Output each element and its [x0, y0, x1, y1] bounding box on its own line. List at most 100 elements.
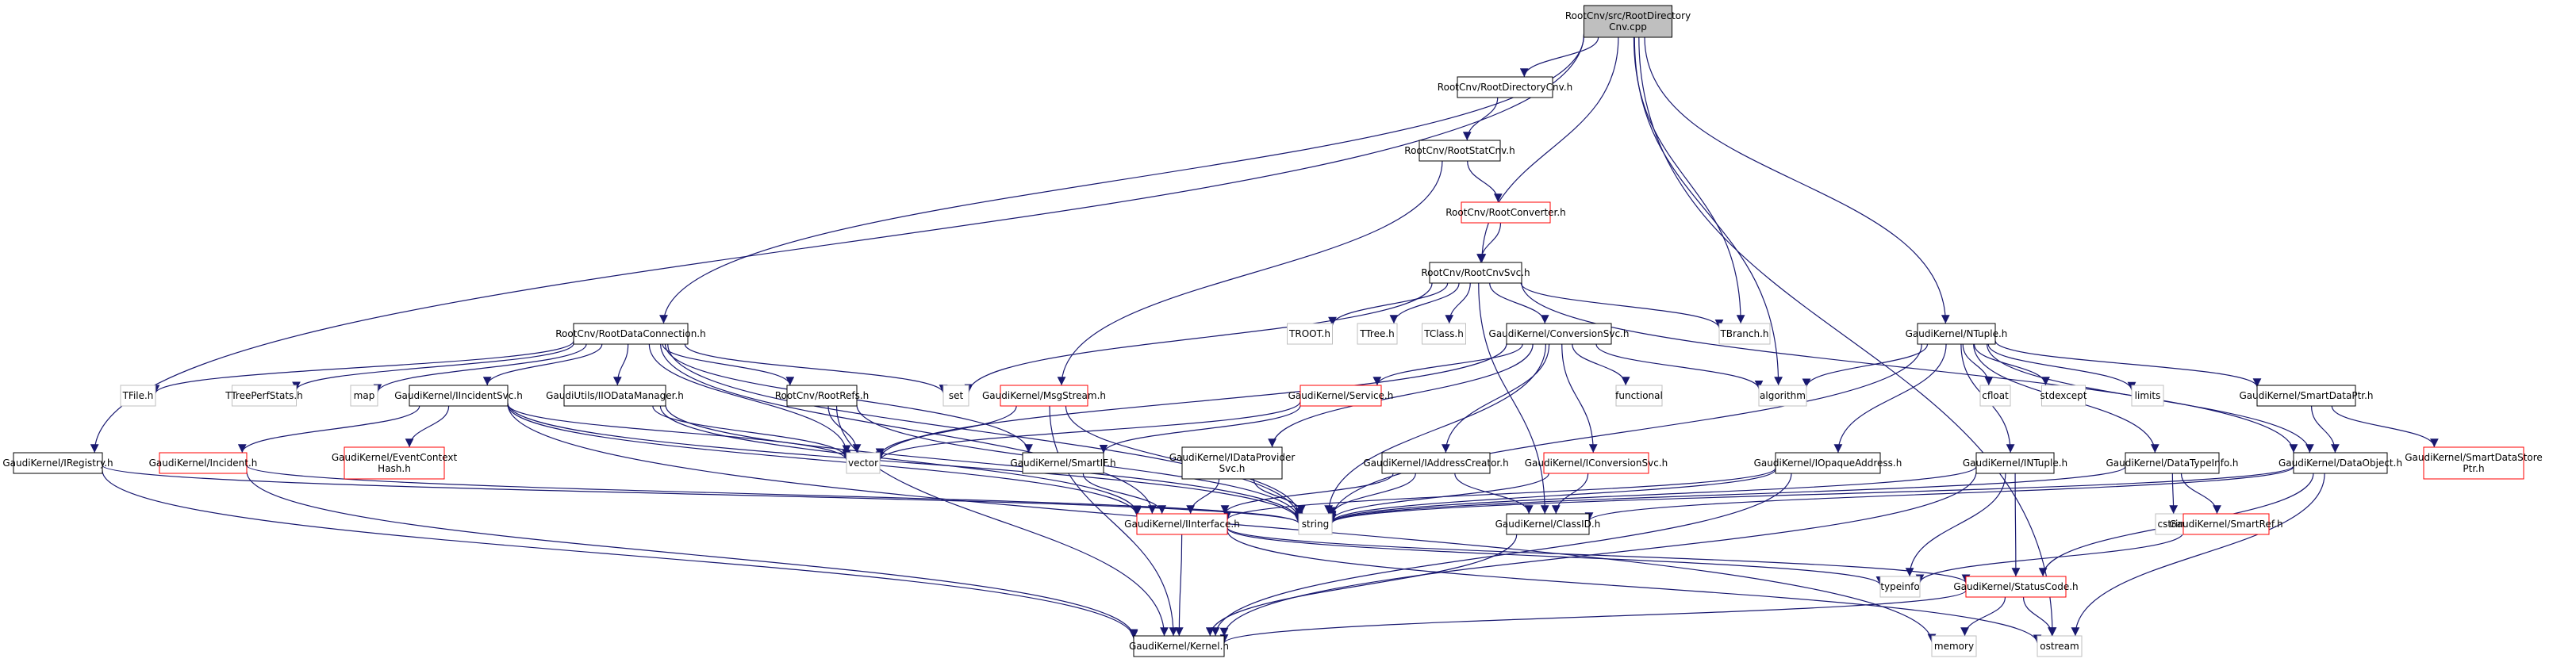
- edge-ntuple_h-to-iopaque: [1833, 343, 1947, 454]
- node-gaudikernel-smartdataptr-h[interactable]: GaudiKernel/SmartDataPtr.h: [2239, 385, 2374, 407]
- node-string[interactable]: string: [1298, 513, 1333, 535]
- edge-rcnvsvc_h-to-classid: [1478, 282, 1549, 515]
- node-gaudikernel-iregistry-h[interactable]: GaudiKernel/IRegistry.h: [2, 452, 113, 474]
- node-label: GaudiKernel/SmartDataPtr.h: [2239, 390, 2373, 401]
- node-troot-h[interactable]: TROOT.h: [1287, 323, 1333, 345]
- edge-rootrefs-to-vector: [827, 405, 862, 454]
- node-rootcnv-rootconverter-h[interactable]: RootCnv/RootConverter.h: [1445, 201, 1566, 224]
- edge-rsc_h-to-rconv_h: [1467, 160, 1503, 203]
- node-rootcnv-rootstatcnv-h[interactable]: RootCnv/RootStatCnv.h: [1404, 140, 1515, 162]
- node-tclass-h[interactable]: TClass.h: [1422, 323, 1466, 345]
- edge-intuple-to-string: [1327, 465, 1977, 523]
- edge-root-to-algorithm: [1634, 36, 1783, 386]
- edge-smartref-to-typeinfo: [1915, 532, 2184, 584]
- edge-incident_h-to-string: [246, 465, 1303, 524]
- node-box: [573, 323, 689, 345]
- edge-iinterface-to-kernel_h: [1174, 534, 1184, 637]
- edge-msgstream-to-kernel_h: [1049, 405, 1178, 637]
- node-label: GaudiKernel/IAddressCreator.h: [1363, 458, 1508, 469]
- node-label: GaudiKernel/Incident.h: [149, 458, 258, 469]
- node-gaudikernel-classid-h[interactable]: GaudiKernel/ClassID.h: [1495, 513, 1601, 535]
- node-tbranch-h[interactable]: TBranch.h: [1718, 323, 1771, 345]
- node-rootcnv-rootcnvsvc-h[interactable]: RootCnv/RootCnvSvc.h: [1421, 262, 1530, 284]
- node-gaudikernel-smartif-h[interactable]: GaudiKernel/SmartIF.h: [1010, 452, 1116, 474]
- edge-datatypeinfo-to-string: [1327, 465, 2126, 523]
- edge-dataobject-to-string: [1327, 465, 2294, 524]
- edge-convsvc_h-to-iaddrcreator: [1441, 343, 1550, 454]
- node-rootcnv-rootdataconnection-h[interactable]: RootCnv/RootDataConnection.h: [555, 323, 706, 345]
- node-stdexcept[interactable]: stdexcept: [2040, 385, 2087, 407]
- node-box: [1022, 452, 1104, 474]
- node-typeinfo[interactable]: typeinfo: [1879, 576, 1921, 598]
- node-gaudikernel-intuple-h[interactable]: GaudiKernel/INTuple.h: [1963, 452, 2067, 474]
- node-rootcnv-rootrefs-h[interactable]: RootCnv/RootRefs.h: [775, 385, 870, 407]
- node-box: [1298, 513, 1333, 535]
- node-label: stdexcept: [2040, 390, 2087, 401]
- node-label: functional: [1615, 390, 1663, 401]
- node-vector[interactable]: vector: [846, 452, 881, 474]
- edge-rcnvsvc_h-to-dataobject: [1521, 282, 2298, 454]
- edge-ntuple_h-to-algorithm: [1802, 343, 1929, 388]
- node-box: [350, 385, 378, 407]
- node-gaudiutils-iiodatamanager-h[interactable]: GaudiUtils/IIODataManager.h: [546, 385, 684, 407]
- node-box: [1718, 323, 1771, 345]
- edge-intuple-to-kernel_h: [1219, 471, 1977, 637]
- edge-rcnvsvc_h-to-convsvc_h: [1489, 282, 1549, 324]
- node-map[interactable]: map: [350, 385, 378, 407]
- node-gaudikernel-kernel-h[interactable]: GaudiKernel/Kernel.h: [1129, 635, 1229, 657]
- edge-convsvc_h-to-functional: [1572, 343, 1630, 386]
- node-ttree-h[interactable]: TTree.h: [1357, 323, 1398, 345]
- edge-rdataconn_h-to-iincsvc: [482, 343, 603, 386]
- node-box: [2256, 385, 2356, 407]
- node-memory[interactable]: memory: [1931, 635, 1977, 657]
- node-cfloat[interactable]: cfloat: [1979, 385, 2011, 407]
- node-label: RootCnv/RootDirectoryCnv.h: [1438, 82, 1572, 93]
- node-gaudikernel-msgstream-h[interactable]: GaudiKernel/MsgStream.h: [982, 385, 1106, 407]
- node-gaudikernel-iconversionsvc-h[interactable]: GaudiKernel/IConversionSvc.h: [1525, 452, 1668, 474]
- edge-iaddrcreator-to-iinterface: [1220, 473, 1394, 515]
- edge-iconvsvc-to-classid: [1551, 473, 1589, 515]
- edge-statuscode-to-kernel_h: [1219, 589, 1967, 644]
- node-gaudikernel-iopaqueaddress-h[interactable]: GaudiKernel/IOpaqueAddress.h: [1754, 452, 1902, 474]
- node-gaudikernel-iaddresscreator-h[interactable]: GaudiKernel/IAddressCreator.h: [1363, 452, 1509, 474]
- node-ostream[interactable]: ostream: [2037, 635, 2083, 657]
- node-gaudikernel-service-h[interactable]: GaudiKernel/Service.h: [1288, 385, 1394, 407]
- edge-statuscode-to-memory: [1960, 596, 2006, 637]
- edge-statuscode-to-ostream: [2022, 596, 2056, 637]
- edge-convsvc_h-to-idataprov: [1268, 343, 1534, 448]
- edge-rcnvsvc_h-to-tbranch: [1520, 282, 1724, 328]
- node-box: [1181, 446, 1283, 480]
- node-set[interactable]: set: [942, 385, 969, 407]
- node-ttreeperfstats-h[interactable]: TTreePerfStats.h: [225, 385, 303, 407]
- node-functional[interactable]: functional: [1615, 385, 1663, 407]
- node-label: GaudiKernel/IInterface.h: [1124, 519, 1240, 530]
- node-gaudikernel-iinterface-h[interactable]: GaudiKernel/IInterface.h: [1124, 513, 1240, 535]
- node-gaudikernel-datatypeinfo-h[interactable]: GaudiKernel/DataTypeInfo.h: [2106, 452, 2239, 474]
- node-tfile-h[interactable]: TFile.h: [120, 385, 156, 407]
- node-box: [2182, 513, 2270, 535]
- node-gaudikernel-statuscode-h[interactable]: GaudiKernel/StatusCode.h: [1953, 576, 2079, 598]
- edge-service_h-to-smartif: [1099, 405, 1301, 454]
- node-limits[interactable]: limits: [2131, 385, 2164, 407]
- node-algorithm[interactable]: algorithm: [1758, 385, 1807, 407]
- node-box: [1584, 5, 1672, 38]
- node-label: RootCnv/RootConverter.h: [1445, 207, 1566, 218]
- node-gaudikernel-dataobject-h[interactable]: GaudiKernel/DataObject.h: [2278, 452, 2402, 474]
- edge-iincsvc-to-vector: [507, 404, 851, 461]
- node-gaudikernel-ntuple-h[interactable]: GaudiKernel/NTuple.h: [1906, 323, 2008, 345]
- node-gaudikernel-conversionsvc-h[interactable]: GaudiKernel/ConversionSvc.h: [1489, 323, 1630, 345]
- edge-dataobject-to-ostream: [2071, 473, 2325, 637]
- edge-root-to-rdc_h: [1519, 36, 1599, 78]
- node-rootcnv-rootdirectorycnv-h[interactable]: RootCnv/RootDirectoryCnv.h: [1438, 76, 1572, 98]
- node-gaudikernel-incident-h[interactable]: GaudiKernel/Incident.h: [149, 452, 258, 474]
- node-box: [1457, 76, 1553, 98]
- node-gaudikernel-iincidentsvc-h[interactable]: GaudiKernel/IIncidentSvc.h: [394, 385, 523, 407]
- node-label: GaudiUtils/IIODataManager.h: [546, 390, 684, 401]
- node-gaudikernel-smartref-h[interactable]: GaudiKernel/SmartRef.h: [2169, 513, 2283, 535]
